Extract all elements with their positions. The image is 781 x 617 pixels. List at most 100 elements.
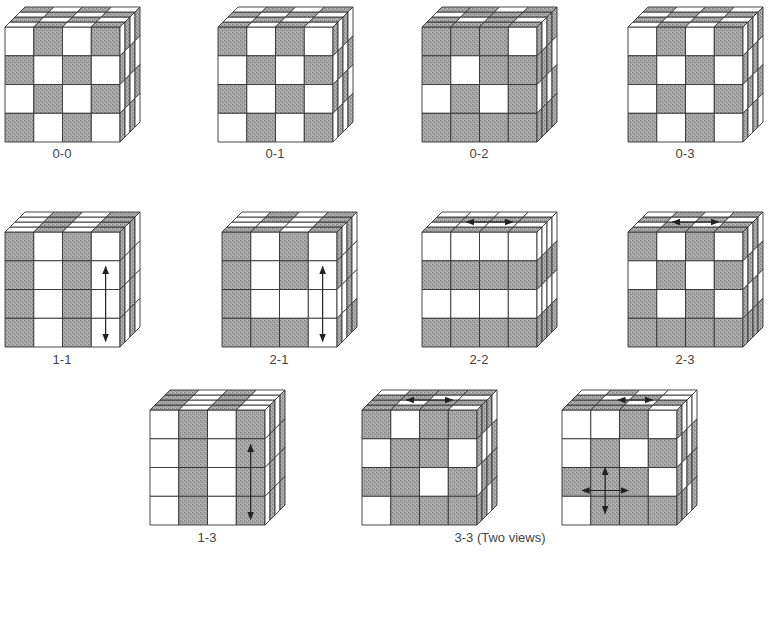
cube-cell — [189, 395, 223, 400]
cube-cell — [130, 70, 135, 104]
cube-cell — [542, 75, 547, 109]
cube-cell — [537, 108, 542, 142]
cube-cell — [547, 98, 552, 132]
figure-label: 1-3 — [195, 530, 220, 546]
cube-cell — [265, 405, 270, 439]
cube-cell — [758, 65, 763, 99]
cube-cell — [620, 496, 649, 525]
move-arrow — [250, 445, 251, 520]
cube-cell — [537, 51, 542, 85]
cube-cell — [714, 261, 743, 290]
cube-cell — [480, 232, 509, 261]
cube-cell — [657, 232, 686, 261]
cube-cell — [677, 405, 682, 439]
cube-cell — [247, 27, 276, 56]
cube-cell — [461, 217, 495, 222]
cube-cell — [451, 56, 480, 85]
cube-cell — [448, 468, 477, 497]
cube-cell — [648, 496, 677, 525]
cube-cell — [591, 410, 620, 439]
cube-cell — [542, 251, 547, 285]
cube-cell — [285, 222, 319, 227]
cube-cell — [628, 261, 657, 290]
cube-cell — [758, 36, 763, 70]
cube-cell — [492, 476, 497, 510]
cube-cell — [451, 22, 485, 27]
cube-cell — [686, 318, 715, 347]
cube-cell — [508, 227, 542, 232]
cube-cell — [653, 400, 687, 405]
cube-cell — [633, 222, 667, 227]
cube-cell — [391, 410, 420, 439]
cube-cell — [451, 318, 480, 347]
cube-cell — [562, 468, 591, 497]
cube-cell — [753, 303, 758, 337]
cube-cell — [547, 303, 552, 337]
cube-cell — [20, 7, 54, 12]
cube-cell — [487, 424, 492, 458]
cube-cell — [719, 222, 753, 227]
cube-cell — [596, 400, 630, 405]
cube-cell — [352, 270, 357, 304]
cube-cell — [280, 227, 314, 232]
cube-cell — [662, 222, 696, 227]
cube-cell — [130, 217, 135, 251]
cube-cell — [513, 17, 547, 22]
cube-cell — [463, 390, 497, 395]
cube-cell — [453, 400, 487, 405]
cube-cell — [179, 439, 208, 468]
cube-cell — [348, 36, 353, 70]
cube-cell — [208, 439, 237, 468]
cube-cell — [542, 222, 547, 256]
cube-cell — [422, 290, 451, 319]
cube-cell — [120, 256, 125, 290]
cube-cell — [333, 22, 338, 56]
cube-cell — [362, 410, 391, 439]
cube-cell — [552, 241, 557, 275]
cube-cell — [266, 212, 300, 217]
cube-cell — [165, 390, 199, 395]
cube-cell — [304, 85, 333, 114]
cube-cell — [406, 390, 440, 395]
cube-cell — [562, 496, 591, 525]
cube-cell — [179, 468, 208, 497]
cube-cell — [753, 275, 758, 309]
cube-cell — [480, 113, 509, 142]
cube-cell — [236, 405, 270, 410]
cube-cell — [34, 113, 63, 142]
cube-cell — [562, 410, 591, 439]
cube-cell — [485, 222, 519, 227]
cube-cell — [420, 439, 449, 468]
cube-cell — [342, 308, 347, 342]
cube-cell — [601, 395, 635, 400]
cube-cell — [552, 298, 557, 332]
cube-cell — [648, 468, 677, 497]
cube-cell — [5, 113, 34, 142]
cube-cell — [748, 46, 753, 80]
cube-cell — [15, 217, 49, 222]
cube-cell — [49, 212, 83, 217]
cube-cell — [150, 405, 184, 410]
cube-cell — [228, 12, 262, 17]
cube-cell — [537, 80, 542, 114]
cube-cell — [106, 7, 140, 12]
cube-cell — [687, 481, 692, 515]
cube-cell — [748, 17, 753, 51]
cube-cell — [753, 246, 758, 280]
cube-cell — [714, 85, 743, 114]
cube-cell — [686, 56, 715, 85]
cube-cell — [518, 217, 552, 222]
cube-cell — [542, 308, 547, 342]
cube-cell — [696, 217, 730, 222]
cube-cell — [729, 7, 763, 12]
cube-cell — [39, 17, 73, 22]
cube-cell — [120, 22, 125, 56]
cube-cell — [120, 51, 125, 85]
cube-cell — [422, 85, 451, 114]
cube-cell — [743, 285, 748, 319]
cube-cell — [648, 405, 682, 410]
cube-cell — [333, 108, 338, 142]
cube-cell — [686, 113, 715, 142]
cube-cell — [430, 395, 464, 400]
cube-cell — [184, 400, 218, 405]
